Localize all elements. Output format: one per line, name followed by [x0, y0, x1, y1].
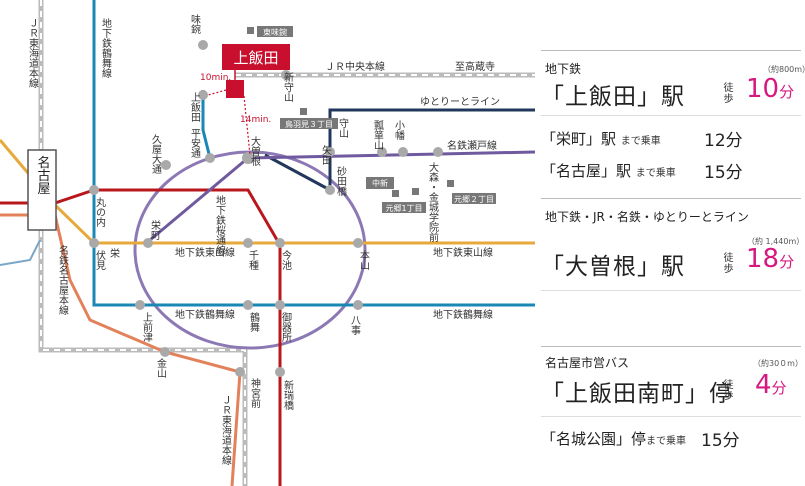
- station-ozone: 大曽根: [249, 135, 261, 167]
- provider-bus: 名古屋市営バス: [545, 356, 630, 370]
- station-markers: [89, 40, 443, 377]
- label-yutorito: ゆとりーとライン: [420, 96, 500, 108]
- station-tsurumai: 鶴舞: [248, 311, 260, 333]
- ride-dest-nagoya: 「名古屋」駅 まで乗車: [541, 162, 676, 180]
- label-tsurumai-west: 地下鉄鶴舞線: [175, 308, 235, 321]
- ride-time-meijo-koen: 15分: [701, 431, 740, 451]
- station-ozone-kinjo: 大森・金城学院前: [427, 161, 439, 243]
- provider-ozone: 地下鉄・JR・名鉄・ゆとりーとライン: [545, 210, 749, 224]
- label-tsurumai-east: 地下鉄鶴舞線: [433, 308, 493, 321]
- walk-label-bus-panel: 徒歩: [723, 380, 734, 402]
- landmark-icons: [247, 27, 454, 197]
- label-jr-tokaido-south: ＪＲ東海道本線: [220, 395, 232, 465]
- landmark-motogo2: 元郷２丁目: [454, 195, 494, 204]
- label-sakuradori: 地下鉄桜通線: [214, 194, 226, 255]
- station-kamiiida-local: 上飯田: [189, 92, 201, 122]
- property-marker: [226, 80, 244, 98]
- station-ajiyoshi: 味鋺: [189, 14, 201, 35]
- label-meitetsu-seto: 名鉄瀬戸線: [447, 139, 497, 152]
- station-motoyama: 本山: [358, 249, 370, 270]
- landmark-higashi-ajiyoshi: 東味鋺: [263, 27, 287, 37]
- distance-ozone: （約 1,440m）: [747, 237, 805, 246]
- divider: [541, 198, 801, 199]
- ride-dest-sakae: 「栄町」駅 まで乗車: [541, 130, 661, 148]
- station-gokiso: 御器所: [280, 311, 292, 343]
- station-komaki: 小幡: [393, 120, 405, 141]
- station-chikusa: 千種: [247, 250, 259, 271]
- station-sakae-machi: 栄町: [149, 220, 161, 240]
- station-kamiiida-highlight: 上飯田: [233, 49, 278, 67]
- yutorito-line: [328, 108, 535, 190]
- station-nagoya: 名古屋: [35, 155, 51, 196]
- station-jingumae: 神宮前: [249, 377, 261, 409]
- station-name-ozone: 「大曽根」駅: [541, 254, 685, 280]
- station-moriyama: 守山: [337, 117, 349, 138]
- access-panel: 地下鉄 （約800m） 「上飯田」駅 徒歩 10分 「栄町」駅 まで乗車 12分…: [541, 50, 805, 480]
- station-sakae: 栄: [108, 248, 120, 259]
- tsurumai-line: [92, 0, 535, 307]
- divider: [541, 50, 801, 51]
- provider-kamiiida: 地下鉄: [545, 62, 582, 76]
- walk-label-kamiiida-panel: 徒歩: [723, 83, 734, 105]
- route-map: 名古屋 上飯田 10min. 14min. 東味鋺 鳥羽見３丁目 中新 元郷1丁…: [0, 0, 535, 486]
- station-name-bus: 「上飯田南町」停: [541, 381, 733, 407]
- landmark-ryokuchi: 鳥羽見３丁目: [285, 119, 333, 129]
- station-shinmoriyama: 新守山: [282, 71, 294, 102]
- label-jr-chuo: ＪＲ中央本線: [325, 60, 385, 73]
- label-takakuraji: 至高蔵寺: [455, 60, 495, 73]
- walk-label-ozone-panel: 徒歩: [723, 253, 734, 275]
- station-kuya-odori: 久屋大通: [150, 134, 162, 174]
- station-sunadabashi: 砂田橋: [335, 165, 347, 197]
- station-kanayama: 金山: [155, 357, 167, 378]
- station-seto-yama: 瓢箪山: [372, 119, 384, 150]
- label-higashiyama-west: 地下鉄東山線: [175, 246, 235, 259]
- station-name-kamiiida: 「上飯田」駅: [541, 84, 685, 110]
- kamiiida-line: [201, 90, 212, 159]
- walk-label-ozone: 14min.: [240, 115, 271, 125]
- landmark-motogo1: 元郷1丁目: [385, 204, 422, 213]
- distance-kamiiida: （約800m）: [763, 65, 805, 74]
- ride-time-sakae: 12分: [704, 131, 743, 151]
- distance-bus: （約30０m）: [753, 359, 803, 368]
- station-marunouchi: 丸の内: [94, 196, 106, 228]
- station-kamimaezu: 上前津: [141, 312, 153, 343]
- label-meitetsu-nagoya: 名鉄名古屋本線: [57, 244, 69, 315]
- station-shinmizuho: 新瑞橋: [282, 379, 294, 411]
- station-fushimi: 伏見: [94, 249, 106, 271]
- station-yagoto: 八事: [349, 315, 361, 335]
- walk-minutes-kamiiida: 10分: [746, 74, 795, 104]
- label-tsurumai-north: 地下鉄鶴舞線: [100, 17, 112, 78]
- ride-time-nagoya: 15分: [704, 163, 743, 183]
- kamiiida-highlight: [222, 44, 290, 70]
- station-heian-dori: 平安通: [189, 128, 201, 158]
- nagoya-station-box: [27, 149, 57, 231]
- divider: [541, 346, 801, 347]
- walk-minutes-ozone: 18分: [746, 244, 795, 274]
- walk-minutes-bus: 4分: [755, 370, 787, 400]
- walk-label-kamiiida: 10min.: [200, 73, 231, 83]
- label-jr-tokaido: ＪＲ東海道本線: [27, 18, 39, 88]
- landmark-nakashin: 中新: [372, 178, 388, 188]
- label-higashiyama-east: 地下鉄東山線: [433, 246, 493, 259]
- station-imaike: 今池: [280, 249, 292, 270]
- ride-dest-meijo-koen: 「名城公園」停まで乗車: [541, 430, 687, 448]
- station-yada: 矢田: [320, 144, 332, 165]
